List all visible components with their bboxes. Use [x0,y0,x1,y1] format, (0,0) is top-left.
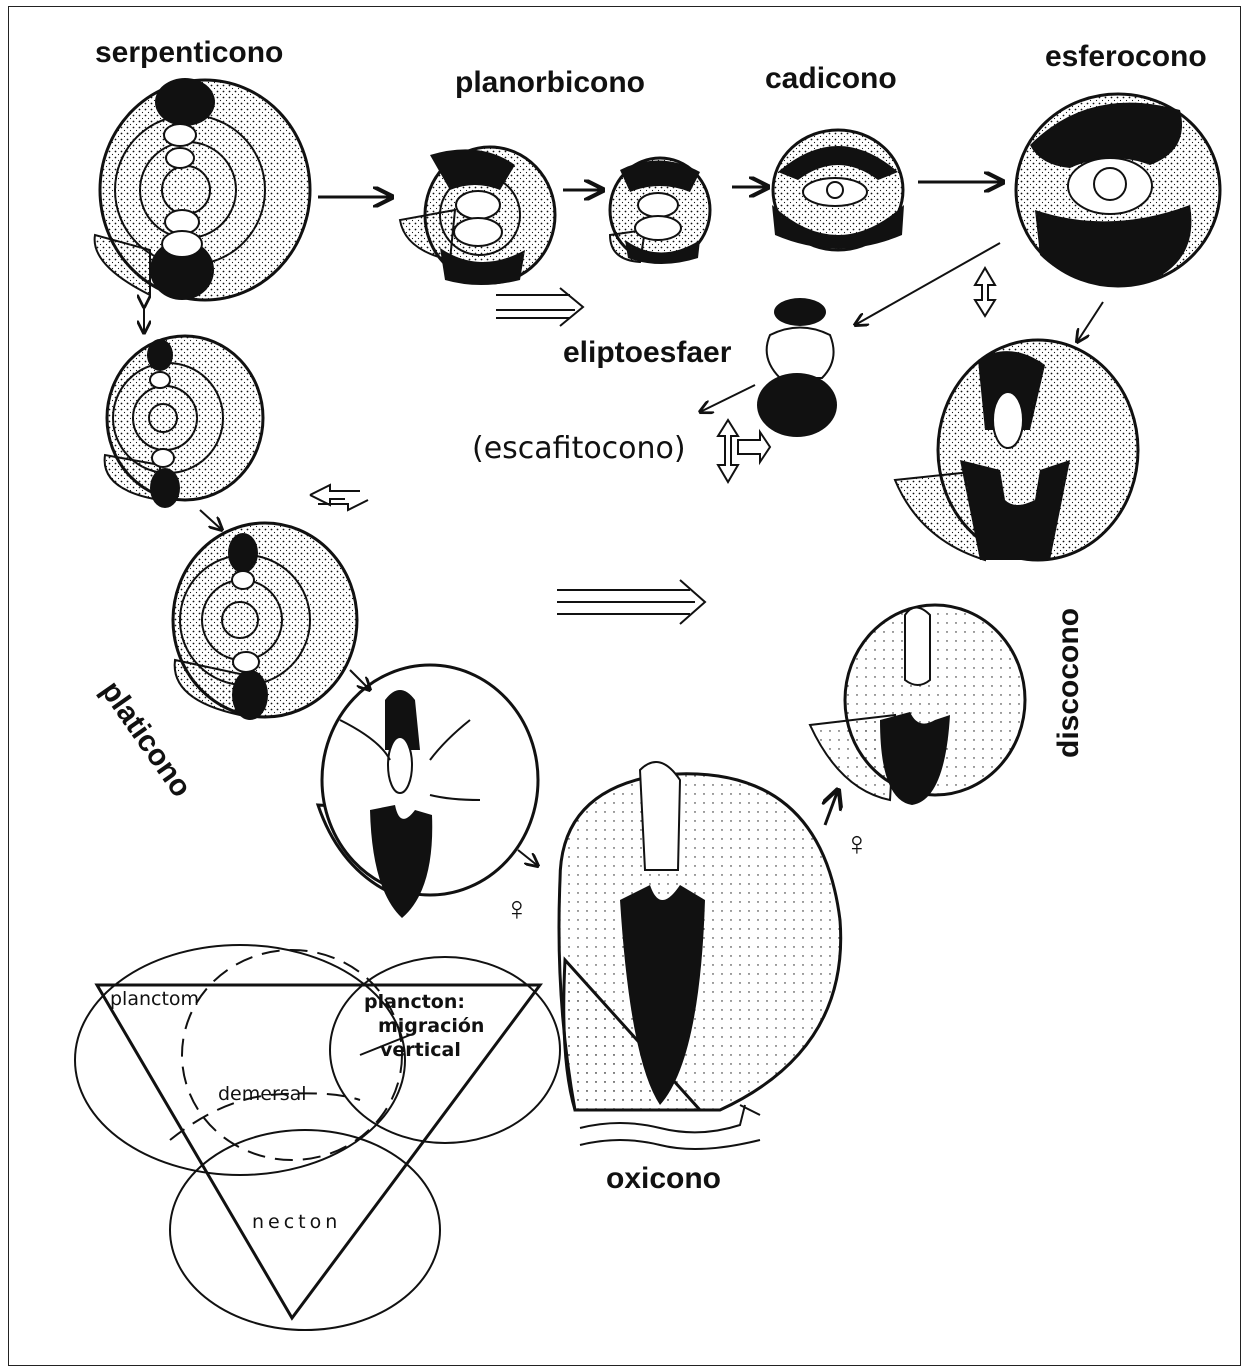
label-platicono: platicono [94,675,198,803]
label-necton: necton [252,1211,341,1233]
demersal-ellipse [182,950,402,1160]
label-serpenticono: serpenticono [95,36,283,69]
planorbicono-shell [400,147,555,285]
female-symbol-left: ♀ [504,890,530,928]
label-oxicono: oxicono [606,1162,721,1195]
label-vertical: vertical [380,1039,461,1061]
serpenticono-small-shell [105,336,263,508]
platicono-shell [173,523,357,720]
intermediate-planorbicono-shell [610,158,710,264]
female-symbol-right: ♀ [844,825,870,863]
label-eliptoesfaer: eliptoesfaer [563,336,732,369]
cadicono-shell [772,130,904,250]
intermediate-platicono-oxicono-shell [318,665,538,918]
discocono-shell [810,605,1025,805]
label-cadicono: cadicono [765,62,897,95]
eliptoesfaer-shell [757,298,837,437]
label-migracion: migración [378,1015,484,1037]
label-demersal: demersal [218,1083,307,1105]
label-planctom: planctom [110,988,199,1010]
label-discocono: discocono [1052,608,1085,758]
serpenticono-shell [95,78,310,300]
oxicono-shell [559,762,841,1149]
label-planorbicono: planorbicono [455,66,645,99]
discocono-large-shell [895,340,1138,560]
label-esferocono: esferocono [1045,40,1207,73]
label-escafitocono: (escafitocono) [472,431,686,466]
esferocono-shell [1016,94,1220,286]
label-plancton: plancton: [364,991,465,1013]
